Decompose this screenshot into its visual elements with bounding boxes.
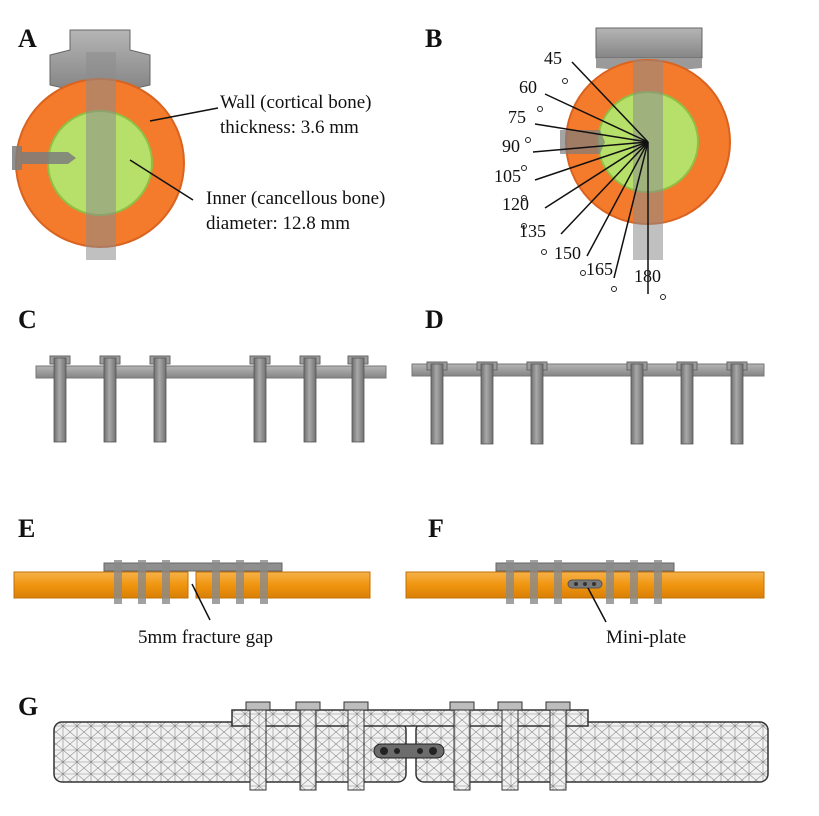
panel-d-pin-2 [480,363,494,445]
panel-e-pin-4 [212,560,220,604]
panel-b-angle-section [532,27,731,294]
panel-label-e: E [18,514,36,543]
degree-mark-120 [521,223,527,229]
panel-g-pin-3 [347,703,365,791]
angle-ray-150 [586,141,649,257]
degree-mark-135 [541,249,547,255]
angle-ray-165 [613,141,649,279]
wall-label-line1: Wall (cortical bone) [220,92,372,113]
panel-d-pin-3 [530,363,544,445]
panel-a-cross-section [12,29,219,260]
panel-label-f: F [428,514,444,543]
angle-ray-60 [544,93,649,143]
angle-ray-120 [544,141,649,209]
mini-plate-label: Mini-plate [606,627,687,648]
panel-c-fixator-side [35,355,387,443]
panel-c-pin-1 [53,357,67,443]
angle-ray-90 [532,141,649,153]
panel-f-pin-4 [606,560,614,604]
panel-e-pin-2 [138,560,146,604]
inner-label-line2: diameter: 12.8 mm [206,213,351,234]
panel-d-pin-5 [680,363,694,445]
panel-f-pin-6 [654,560,662,604]
panel-c-pin-3 [153,357,167,443]
panel-g-pin-cap-2 [295,701,321,711]
angle-label-75: 75 [508,107,526,127]
panel-d-fixator-side [411,361,765,445]
panel-g-pin-cap-1 [245,701,271,711]
wall-label: Wall (cortical bone) thickness: 3.6 mm [220,90,371,140]
panel-f-pin-5 [630,560,638,604]
panel-g-pin-cap-3 [343,701,369,711]
panel-label-c: C [18,305,37,334]
angle-label-135: 135 [519,221,546,241]
panel-g-pin-5 [501,703,519,791]
panel-c-pin-2 [103,357,117,443]
degree-mark-150 [580,270,586,276]
degree-mark-105 [521,195,527,201]
panel-g-mesh-model [53,701,769,791]
panel-g-pin-cap-4 [449,701,475,711]
panel-d-pin-1 [430,363,444,445]
wall-label-line2: thickness: 3.6 mm [220,117,359,138]
panel-g-pin-1 [249,703,267,791]
panel-d-pin-6 [730,363,744,445]
degree-mark-165 [611,286,617,292]
angle-ray-135 [560,141,649,235]
angle-label-180: 180 [634,266,661,286]
angle-ray-105 [534,141,649,181]
angle-label-90: 90 [502,136,520,156]
panel-label-a: A [18,24,37,53]
degree-mark-90 [521,165,527,171]
inner-label: Inner (cancellous bone) diameter: 12.8 m… [206,186,385,236]
panel-g-pin-cap-5 [497,701,523,711]
angle-label-120: 120 [502,194,529,214]
panel-c-pin-6 [351,357,365,443]
panel-e-pin-5 [236,560,244,604]
panel-label-d: D [425,305,444,334]
angle-ray-75 [534,123,649,143]
panel-e-pin-3 [162,560,170,604]
panel-f-pin-3 [554,560,562,604]
panel-e-pin-1 [114,560,122,604]
fracture-gap-label: 5mm fracture gap [138,627,274,648]
panel-label-b: B [425,24,443,53]
panel-c-pin-5 [303,357,317,443]
panel-d-pin-4 [630,363,644,445]
panel-g-pin-4 [453,703,471,791]
degree-mark-45 [562,78,568,84]
angle-label-60: 60 [519,77,537,97]
panel-c-pin-4 [253,357,267,443]
degree-mark-60 [537,106,543,112]
angle-label-165: 165 [586,259,613,279]
panel-label-g: G [18,692,39,721]
angle-label-150: 150 [554,243,581,263]
panel-f-miniplate-model [405,560,765,623]
angle-ray-45 [571,61,649,143]
degree-mark-180 [660,294,666,300]
degree-mark-75 [525,137,531,143]
panel-g-pin-2 [299,703,317,791]
angle-label-105: 105 [494,166,521,186]
panel-e-fracture-model [13,560,371,621]
inner-label-line1: Inner (cancellous bone) [206,188,386,209]
panel-e-pin-6 [260,560,268,604]
angle-label-45: 45 [544,48,562,68]
panel-f-pin-1 [506,560,514,604]
panel-f-pin-2 [530,560,538,604]
panel-g-pin-6 [549,703,567,791]
panel-g-pin-cap-6 [545,701,571,711]
